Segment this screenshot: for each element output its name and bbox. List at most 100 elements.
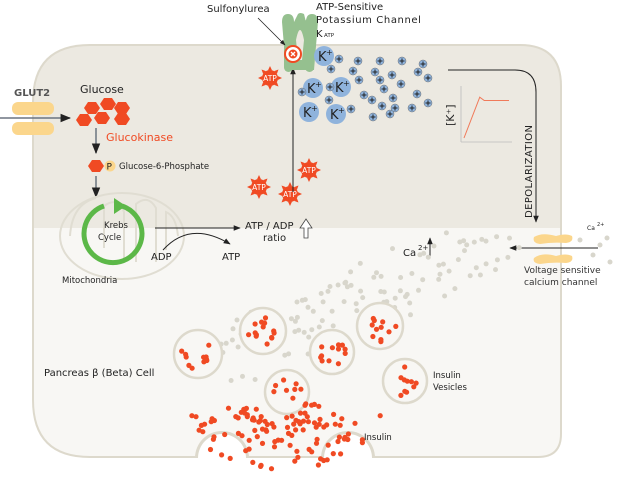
- atp-ray: [307, 158, 311, 163]
- potassium-ion: K+: [299, 102, 319, 122]
- insulin-granule: [342, 350, 348, 356]
- vesicle-membrane: [172, 328, 224, 380]
- insulin-molecule: [324, 457, 330, 463]
- positive-charge-icon: [367, 95, 377, 105]
- positive-charge-icon: [423, 98, 433, 108]
- insulin-molecule: [338, 451, 344, 457]
- calcium-ion: [494, 257, 500, 263]
- cell-name-label: Pancreas β (Beta) Cell: [44, 368, 154, 379]
- insulin-molecule: [315, 462, 321, 468]
- insulin-vesicle: [263, 368, 311, 416]
- atp-ray: [313, 174, 318, 179]
- adp-label: ADP: [151, 252, 172, 263]
- ca-outside-sup: 2+: [597, 222, 604, 228]
- atp-ray: [257, 194, 261, 199]
- positive-charge-icon: [326, 64, 336, 74]
- calcium-ion: [294, 299, 300, 305]
- insulin-granule: [206, 342, 212, 348]
- potassium-ion-label: K: [307, 82, 316, 97]
- calcium-ion: [296, 327, 302, 333]
- ca-outside-label: Ca: [587, 225, 595, 232]
- insulin-granule: [264, 341, 270, 347]
- atp-ray: [274, 82, 279, 87]
- atp-ray: [268, 66, 272, 71]
- insulin-vesicle: [238, 306, 288, 356]
- calcium-channel-top: [533, 234, 573, 244]
- calcium-ion: [292, 329, 298, 335]
- calcium-ion: [320, 299, 326, 305]
- calcium-ion: [507, 235, 512, 241]
- atp-ray: [278, 192, 283, 196]
- atp-ray: [294, 198, 299, 203]
- calcium-ion: [329, 308, 335, 314]
- glut2-subunit-bottom: [12, 122, 54, 135]
- insulin-granule: [370, 315, 376, 322]
- calcium-ion: [471, 239, 477, 245]
- ca-inside-sup: 2+: [418, 244, 428, 252]
- calcium-channel-bottom: [533, 254, 573, 264]
- calcium-ion: [335, 282, 341, 288]
- krebs-cycle: Krebs Cycle: [81, 198, 145, 265]
- calcium-ion: [483, 238, 489, 244]
- sulfonylurea-arrow: [257, 17, 286, 46]
- positive-charge-icon: [359, 90, 369, 100]
- potassium-ion: K+: [303, 78, 323, 98]
- insulin-granule: [292, 386, 298, 392]
- insulin-molecule: [287, 442, 293, 448]
- calcium-ion: [397, 288, 403, 294]
- calcium-ion: [479, 236, 485, 242]
- calcium-ion: [403, 294, 408, 300]
- positive-charge-icon: [379, 84, 389, 94]
- calcium-ion: [409, 271, 415, 276]
- katp-subscript: ATP: [324, 33, 335, 39]
- insulin-molecule: [264, 428, 270, 434]
- glucose-label: Glucose: [80, 83, 124, 96]
- calcium-ion: [310, 308, 316, 314]
- calcium-ion: [505, 254, 511, 260]
- insulin-granule: [329, 345, 335, 351]
- insulin-molecule: [377, 413, 383, 419]
- calcium-ion: [440, 261, 446, 267]
- calcium-ion: [392, 295, 398, 301]
- insulin-molecule: [246, 446, 252, 452]
- calcium-ion: [436, 262, 442, 268]
- atp-text: ATP: [283, 190, 297, 199]
- insulin-molecule: [317, 416, 323, 422]
- positive-charge-icon: [348, 66, 358, 76]
- calcium-ion: [240, 373, 245, 379]
- insulin-granule: [262, 315, 269, 321]
- potassium-ion-circle: [314, 46, 334, 66]
- insulin-granule: [402, 388, 408, 394]
- ratio-label-line1: ATP / ADP: [245, 221, 294, 232]
- positive-charges: [297, 54, 433, 122]
- calcium-ion: [371, 274, 377, 280]
- positive-charge-icon: [387, 70, 397, 80]
- insulin-granule: [411, 384, 417, 390]
- insulin-granule: [260, 324, 266, 330]
- insulin-molecule: [219, 452, 225, 458]
- insulin-molecule: [337, 422, 343, 428]
- atp-ray: [281, 198, 286, 203]
- calcium-ion: [229, 337, 235, 343]
- atp-burst: ATP: [247, 175, 271, 199]
- calcium-ion: [325, 288, 331, 294]
- calcium-ion: [299, 297, 305, 303]
- katp-channel: [282, 13, 318, 72]
- calcium-ion: [286, 351, 292, 357]
- k-concentration-graph: [K⁺]: [444, 86, 512, 143]
- insulin-molecule: [292, 458, 298, 464]
- positive-charge-icon: [353, 56, 363, 66]
- calcium-ion: [223, 340, 229, 346]
- insulin-molecule: [271, 444, 278, 450]
- calcium-ion: [282, 352, 288, 358]
- insulin-granule: [378, 337, 384, 343]
- insulin-granule: [319, 358, 325, 364]
- positive-charge-icon: [396, 79, 406, 89]
- calcium-ion: [604, 235, 610, 241]
- calcium-ion: [408, 312, 413, 318]
- calcium-ion: [357, 260, 363, 266]
- katp-title-line2: Potassium Channel: [316, 15, 422, 26]
- positive-charge-icon: [375, 56, 385, 66]
- insulin-granule: [283, 387, 290, 393]
